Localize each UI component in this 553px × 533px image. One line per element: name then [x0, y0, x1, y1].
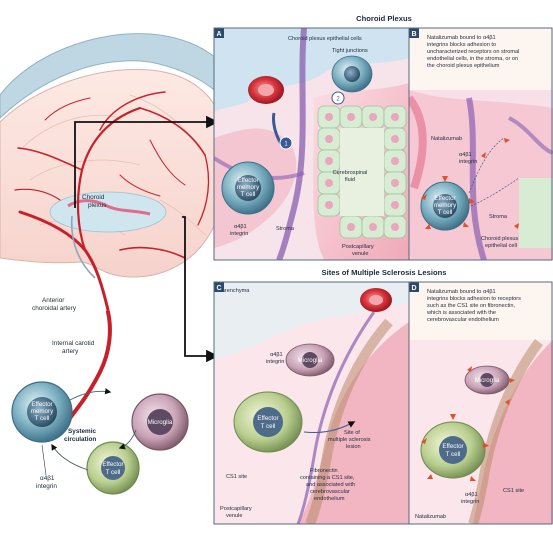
panel-c-effector-label-1: Effector	[257, 415, 278, 422]
panel-c-microglia-label: Microglia	[298, 357, 323, 364]
panel-b-integrin-label-2: integrin	[459, 159, 477, 165]
panel-b-integrin-label-1: α4β1	[459, 152, 472, 158]
circulating-effector-cell: Effector T cell	[87, 442, 139, 494]
circulating-microglia: Microglia	[132, 394, 188, 450]
panel-a-letter: A	[216, 31, 221, 38]
panel-a-integrin-label-2: integrin	[230, 231, 248, 237]
panel-c-venule-label-2: venule	[226, 513, 242, 519]
panel-a-effector-label-3: T cell	[241, 191, 256, 198]
ventricle	[50, 192, 166, 232]
panel-d-effector-label-2: T cell	[446, 451, 461, 458]
epithelial-cells-label: Choroid plexus epithelial cells	[288, 36, 362, 42]
systemic-circulation: Effector memory T cell Microglia Effecto…	[12, 382, 188, 494]
panel-b-effector-label-3: T cell	[438, 209, 453, 216]
brain-illustration: Choroid plexus Anterior choroidal artery…	[0, 34, 240, 418]
panel-b: Natalizumab bound to α4β1 integrins bloc…	[409, 28, 553, 260]
middle-title: Sites of Multiple Sclerosis Lesions	[322, 268, 447, 277]
panel-d-microglia-label: Microglia	[475, 377, 500, 384]
circ-memory-label-2: memory	[31, 408, 54, 415]
panel-b-epithelial-label-2: epithelial cell	[485, 243, 517, 249]
panel-d: Microglia Effector T cell Natalizumab bo…	[409, 282, 553, 524]
top-title: Choroid Plexus	[356, 14, 412, 23]
panel-d-desc-3: such as the CS1 site on fibronectin,	[427, 303, 515, 309]
circulating-memory-cell: Effector memory T cell	[12, 382, 72, 442]
lesion-label-3: lesion	[346, 444, 361, 450]
anterior-artery-label-1: Anterior	[42, 297, 65, 304]
panel-d-cs1-label: CS1 site	[503, 488, 524, 494]
fibronectin-label-4: cerebrovascular	[310, 489, 350, 495]
lesion-label-1: Site of	[344, 430, 360, 436]
circ-effector-label-2: T cell	[106, 469, 121, 476]
panel-b-desc-3: uncharacterized receptors on stromal	[427, 49, 519, 55]
panel-b-effector-label-2: memory	[434, 202, 457, 209]
panel-a-effector-label-1: Effector	[237, 177, 258, 184]
fibronectin-label-2: containing a CS1 site,	[300, 475, 355, 481]
panel-c-effector-label-2: T cell	[261, 423, 276, 430]
panel-d-desc-1: Natalizumab bound to α4β1	[427, 289, 496, 295]
circ-memory-label-1: Effector	[31, 401, 52, 408]
circ-memory-label-3: T cell	[35, 415, 50, 422]
fibronectin-label-5: endothelium	[314, 496, 345, 502]
panel-d-natalizumab-label: Natalizumab	[415, 514, 446, 520]
carotid-artery-label-2: artery	[62, 348, 79, 355]
panel-c-venule-label-1: Postcapillary	[220, 506, 252, 512]
panel-a-venule-label-1: Postcapillary	[342, 244, 374, 250]
panel-d-integrin-label-1: α4β1	[465, 492, 478, 498]
panel-d-letter: D	[411, 285, 416, 292]
circ-integrin-label-1: α4β1	[40, 475, 55, 482]
systemic-label-2: circulation	[64, 436, 96, 443]
carotid-artery-label-1: Internal carotid	[52, 340, 95, 347]
panel-b-epithelial-label-1: Choroid plexus	[481, 236, 519, 242]
panel-b-desc-5: the choroid plexus epithelium	[427, 63, 500, 69]
fibronectin-label-3: and associated with	[306, 482, 355, 488]
panel-b-desc-1: Natalizumab bound to α4β1	[427, 35, 496, 41]
panel-b-effector-label-1: Effector	[434, 195, 455, 202]
fibronectin-label-1: Fibronectin	[310, 468, 338, 474]
panel-a: 1 2 Effector memory T cell Choroid plexu…	[214, 28, 409, 260]
panel-b-natalizumab-label: Natalizumab	[431, 136, 462, 142]
choroid-plexus-label-1: Choroid	[82, 194, 105, 201]
panel-a-integrin-label-1: α4β1	[234, 224, 247, 230]
panel-a-venule-label-2: venule	[352, 251, 368, 257]
panel-b-letter: B	[411, 31, 416, 38]
panel-c-integrin-label-2: integrin	[266, 359, 284, 365]
choroid-plexus-label-2: plexus	[88, 202, 106, 209]
panel-d-desc-4: which is associated with the	[426, 310, 496, 316]
panel-c: Microglia Effector T cell Parenchyma α4β…	[214, 282, 409, 524]
panel-b-desc-2: integrins blocks adhesion to	[427, 42, 496, 48]
anterior-artery-label-2: choroidal artery	[32, 305, 77, 312]
tight-junctions-label: Tight junctions	[332, 48, 368, 54]
panel-a-stroma-label: Stroma	[276, 226, 295, 232]
csf-label-2: fluid	[345, 177, 355, 183]
panel-d-integrin-label-2: integrin	[461, 499, 479, 505]
panel-d-desc-5: cerebrovascular endothelium	[427, 317, 499, 323]
carotid-artery	[70, 312, 110, 418]
circ-microglia-label: Microglia	[148, 419, 173, 426]
systemic-label-1: Systemic	[68, 428, 97, 435]
panel-b-desc-4: endothelial cells, in the stroma, or on	[427, 56, 518, 62]
panel-c-cs1-label: CS1 site	[226, 474, 247, 480]
panel-b-stroma-label: Stroma	[489, 214, 508, 220]
lesion-label-2: multiple sclerosis	[328, 437, 371, 443]
circ-integrin-label-2: integrin	[36, 483, 57, 490]
circ-effector-label-1: Effector	[102, 461, 123, 468]
circ-integrin-leader	[42, 445, 46, 475]
panel-d-desc-2: integrins blocks adhesion to receptors	[427, 296, 521, 302]
panel-a-effector-label-2: memory	[237, 184, 260, 191]
panel-d-effector-label-1: Effector	[442, 443, 463, 450]
csf-label-1: Cerebrospinal	[333, 170, 368, 176]
panel-c-letter: C	[216, 285, 221, 292]
panel-c-integrin-label-1: α4β1	[270, 352, 283, 358]
brain-hemisphere	[0, 70, 227, 277]
